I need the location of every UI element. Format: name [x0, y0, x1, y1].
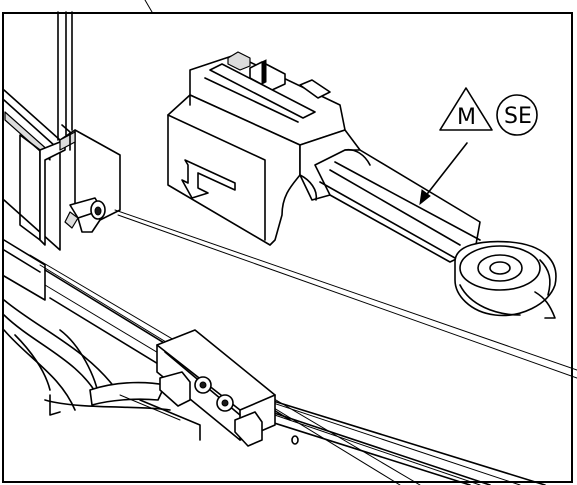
- upper-block: [167, 51, 361, 246]
- circle-label: SE: [504, 104, 532, 129]
- circle-symbol: [496, 94, 538, 136]
- left-rail-housing: [3, 11, 121, 301]
- leader-line: [423, 142, 468, 199]
- annotation-symbols: M SE: [419, 87, 538, 206]
- hose-fitting: [64, 197, 106, 233]
- arm: [314, 148, 557, 319]
- top-leader-line: [144, 0, 153, 13]
- triangle-symbol: [439, 87, 493, 131]
- leader-arrowhead: [419, 189, 431, 206]
- slide-block: [156, 329, 276, 447]
- triangle-label: M: [457, 105, 476, 130]
- lower-bracket: [3, 299, 201, 441]
